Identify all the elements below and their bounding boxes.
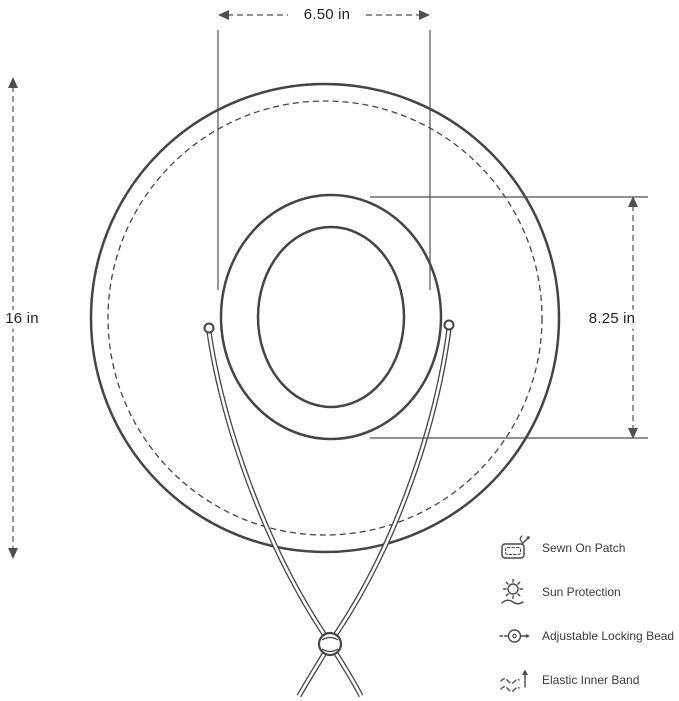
crown-opening-outline — [256, 225, 406, 409]
hat-drawing — [89, 82, 561, 698]
arrowhead-up-icon — [628, 196, 638, 207]
sewn-on-patch-icon — [498, 533, 532, 563]
legend-item-elastic-inner-band: Elastic Inner Band — [498, 665, 674, 695]
legend-label: Sewn On Patch — [542, 541, 626, 555]
elastic-inner-band-icon — [498, 665, 532, 695]
legend-label: Elastic Inner Band — [542, 673, 640, 687]
sun-protection-icon — [498, 577, 532, 607]
feature-legend: Sewn On Patch Sun Protection — [498, 533, 674, 695]
dim-crown-width — [217, 10, 431, 290]
arrowhead-left-icon — [218, 10, 229, 20]
strap-grommet-right — [443, 319, 455, 331]
adjustable-locking-bead-icon — [498, 621, 532, 651]
strap-grommet-left — [203, 322, 215, 334]
legend-item-adjustable-locking-bead: Adjustable Locking Bead — [498, 621, 674, 651]
crown-width-value: 6.50 in — [297, 5, 357, 25]
legend-item-sewn-on-patch: Sewn On Patch — [498, 533, 674, 563]
arrowhead-up-icon — [8, 77, 18, 88]
chin-strap-left — [206, 331, 364, 698]
arrowhead-down-icon — [8, 548, 18, 559]
legend-label: Sun Protection — [542, 585, 621, 599]
crown-height-value: 8.25 in — [582, 309, 642, 329]
legend-label: Adjustable Locking Bead — [542, 629, 675, 643]
overall-diameter-value: 16 in — [0, 309, 45, 329]
chin-strap-right — [296, 328, 452, 698]
arrowhead-right-icon — [419, 10, 430, 20]
arrowhead-down-icon — [628, 428, 638, 439]
locking-bead — [317, 631, 343, 657]
brim-stitch-dashed-circle — [107, 100, 543, 536]
legend-item-sun-protection: Sun Protection — [498, 577, 674, 607]
